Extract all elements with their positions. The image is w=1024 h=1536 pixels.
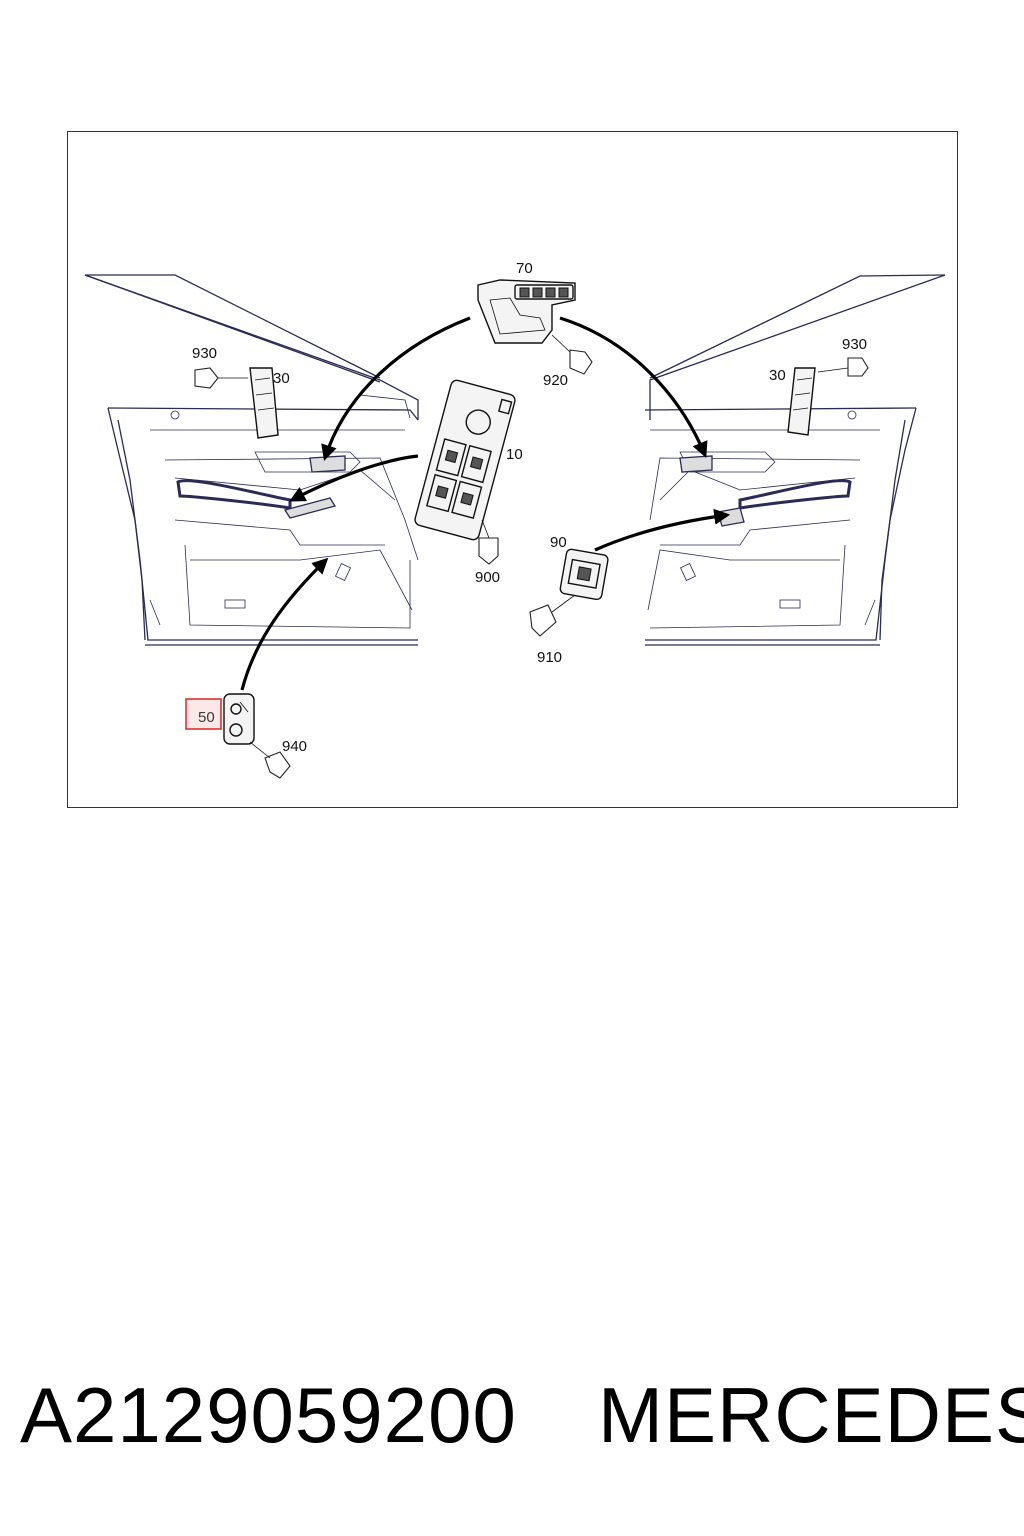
connector-930-left (194, 367, 248, 389)
connector-900 (478, 519, 499, 565)
single-switch-part-90 (559, 548, 609, 601)
callout-940: 940 (282, 738, 307, 755)
callout-30-left: 30 (273, 370, 290, 387)
connector-940 (249, 741, 291, 779)
callout-920: 920 (543, 372, 568, 389)
arrow-50-to-left-door (240, 557, 329, 691)
callout-930-right: 930 (842, 336, 867, 353)
callout-50: 50 (198, 709, 215, 726)
left-door (84, 274, 419, 646)
callout-90: 90 (550, 534, 567, 551)
part-number: A2129059200 (20, 1371, 517, 1459)
bracket-part-30-left (249, 367, 279, 439)
callout-930-left: 930 (192, 345, 217, 362)
bracket-part-30-right (787, 367, 816, 436)
arrow-90-to-right-door (594, 508, 731, 552)
diagram-frame (67, 131, 958, 808)
switch-part-50 (223, 693, 255, 745)
callout-70: 70 (516, 260, 533, 277)
callout-30-right: 30 (769, 367, 786, 384)
arrow-10-to-left-door (289, 454, 419, 502)
arrow-70-to-left-door (321, 316, 471, 462)
arrow-70-to-right-door (559, 316, 708, 458)
callout-10: 10 (506, 446, 523, 463)
callout-900: 900 (475, 569, 500, 586)
callout-910: 910 (537, 649, 562, 666)
window-switch-panel-part-10 (414, 379, 516, 541)
brand-name: MERCEDES (598, 1371, 1024, 1459)
right-door (644, 274, 946, 646)
seat-switch-part-70 (477, 279, 576, 344)
connector-920 (551, 334, 593, 375)
connector-910 (529, 594, 576, 637)
connector-930-right (817, 357, 869, 377)
callout-50-highlight: 50 (185, 698, 222, 730)
footer: A2129059200 MERCEDES (0, 1370, 1024, 1480)
